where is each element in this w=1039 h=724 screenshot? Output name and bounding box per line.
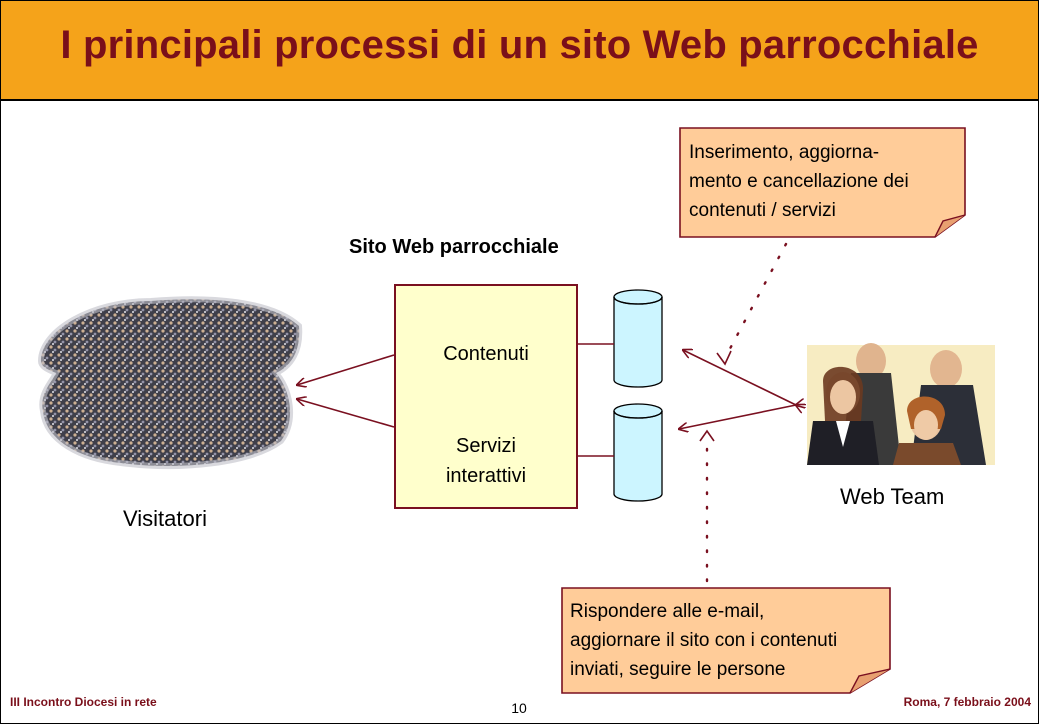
- note-bottom-line-3: inviati, seguire le persone: [570, 659, 786, 680]
- web-team-photo: [807, 343, 995, 465]
- note-top-leader-arrowhead: [716, 350, 732, 366]
- note-bottom-line-2: aggiornare il sito con i contenuti: [570, 630, 838, 651]
- arrow-webteam-contents: [683, 350, 796, 405]
- site-box: [394, 284, 578, 509]
- section-services-label: Servizi interattivi: [394, 431, 578, 491]
- section-services-line-2: interattivi: [445, 465, 527, 487]
- note-top-line-3: contenuti / servizi: [689, 200, 836, 221]
- database-services: [613, 403, 663, 502]
- section-services-line-1: Servizi: [455, 435, 516, 457]
- page-number: 10: [511, 700, 527, 716]
- database-contents: [613, 289, 663, 388]
- site-title: Sito Web parrocchiale: [349, 236, 559, 258]
- note-top-leader: [723, 242, 788, 360]
- footer-event: III Incontro Diocesi in rete: [10, 695, 157, 709]
- arrow-webteam-services: [679, 405, 796, 429]
- note-top-line-2: mento e cancellazione dei: [689, 171, 909, 192]
- visitors-crowd-image: [37, 296, 303, 470]
- slide-title: I principali processi di un sito Web par…: [60, 23, 979, 67]
- arrow-to-visitors-2: [297, 399, 395, 428]
- note-bottom-leader-arrowhead: [699, 429, 715, 442]
- section-content-label: Contenuti: [443, 343, 529, 365]
- web-team-label: Web Team: [840, 484, 945, 509]
- visitors-label: Visitatori: [123, 506, 207, 531]
- note-top-fold: [934, 214, 966, 238]
- note-bottom-line-1: Rispondere alle e-mail,: [570, 601, 765, 622]
- note-top-text: Inserimento, aggiorna- mento e cancellaz…: [689, 138, 909, 225]
- note-top-line-1: Inserimento, aggiorna-: [689, 142, 880, 163]
- arrow-to-visitors-1: [297, 354, 395, 385]
- note-bottom-fold: [849, 668, 891, 694]
- footer-date: Roma, 7 febbraio 2004: [903, 695, 1031, 709]
- title-bar: I principali processi di un sito Web par…: [1, 1, 1038, 101]
- note-bottom-text: Rispondere alle e-mail, aggiornare il si…: [570, 597, 837, 684]
